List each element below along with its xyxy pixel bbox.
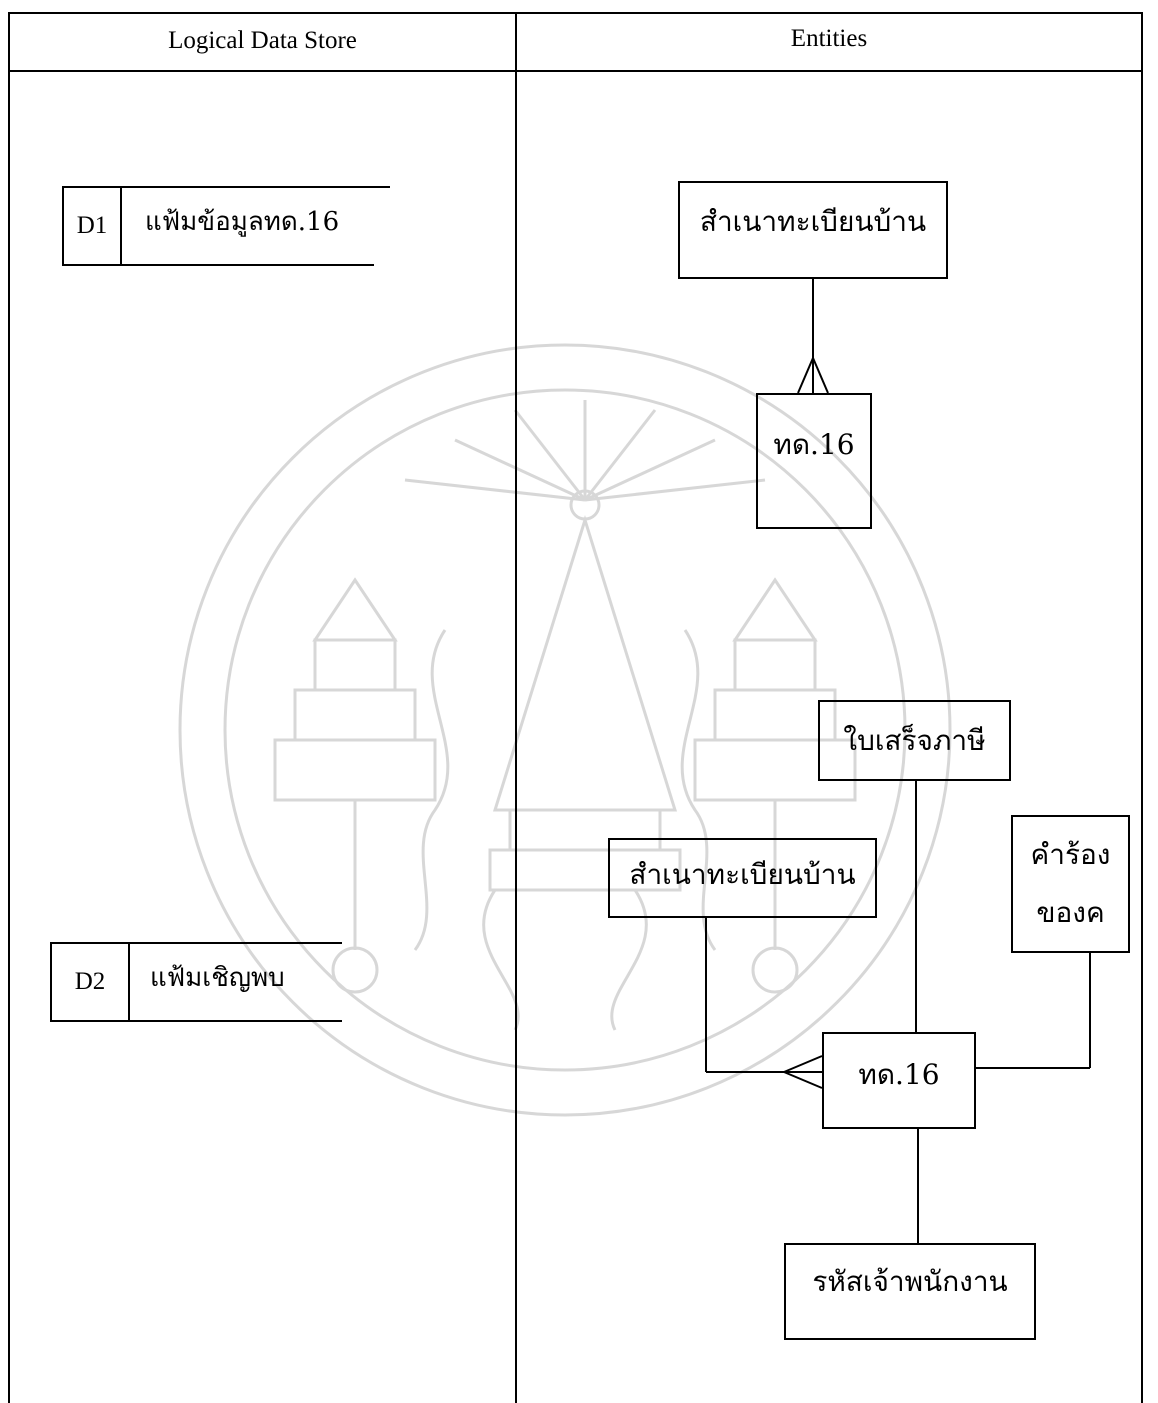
entity-request: คำร้อง ของค [1011,815,1130,953]
university-seal-watermark [178,343,952,1117]
header-logical-data-store: Logical Data Store [168,27,357,54]
frame-top [8,12,1143,14]
column-divider [515,12,517,1403]
frame-left [8,12,10,1403]
header-divider [8,70,1143,72]
data-store-d2-bottom-line [130,1020,342,1022]
header-entities: Entities [790,25,868,52]
entity-request-line1: คำร้อง [1030,838,1111,871]
entity-staff-code: รหัสเจ้าพนักงาน [784,1243,1036,1340]
frame-right [1141,12,1143,1403]
data-store-d2-id: D2 [50,942,130,1022]
data-store-d1-name: แฟ้มข้อมูลทด.16 [145,206,340,237]
entity-request-line2: ของค [1036,896,1105,929]
data-store-d1-id: D1 [62,186,122,266]
entity-td16-top: ทด.16 [756,393,872,529]
entity-tax-receipt: ใบเสร็จภาษี [818,700,1011,781]
entity-house-registration-top: สำเนาทะเบียนบ้าน [678,181,948,279]
entity-house-registration-mid: สำเนาทะเบียนบ้าน [608,838,877,918]
data-store-d2-top-line [130,942,342,944]
data-store-d2-name: แฟ้มเชิญพบ [150,962,285,993]
data-store-d1-bottom-line [122,264,374,266]
data-store-d1-top-line [122,186,390,188]
entity-td16-bottom: ทด.16 [822,1032,976,1129]
